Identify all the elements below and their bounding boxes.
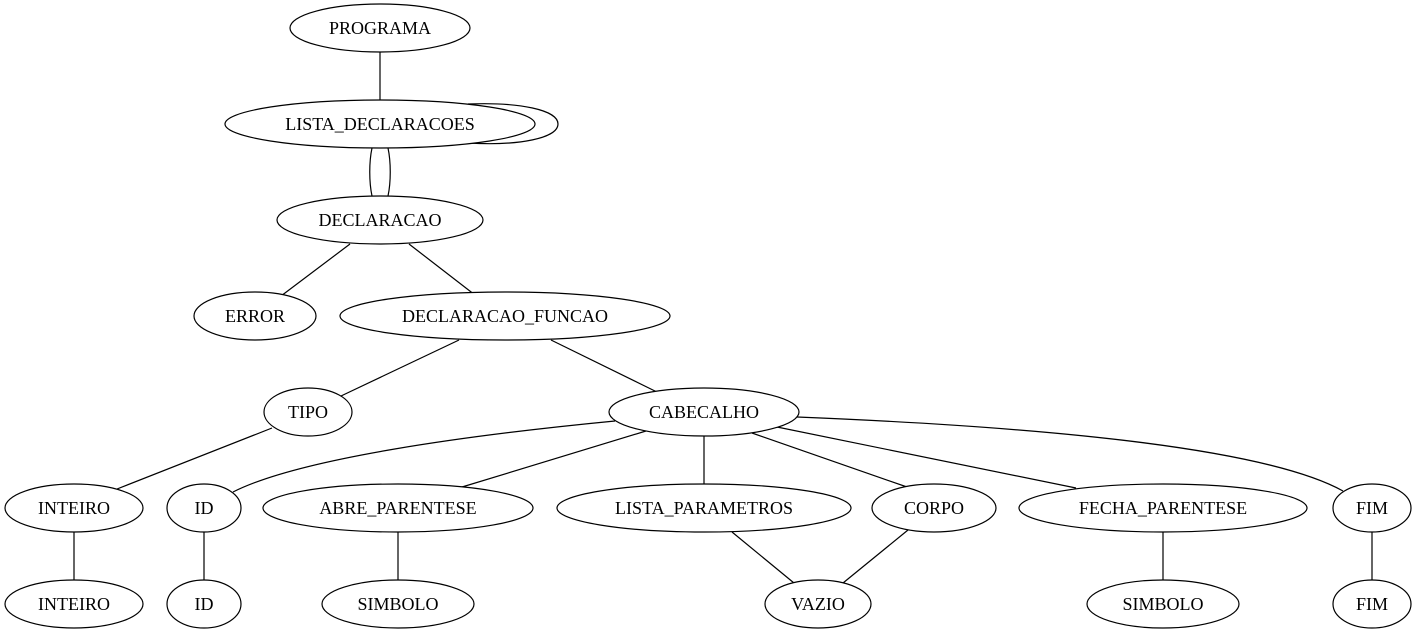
- node-label: INTEIRO: [38, 498, 110, 518]
- node-corpo: CORPO: [871, 483, 997, 533]
- node-ellipse: [4, 483, 144, 533]
- node-label: ERROR: [225, 306, 285, 326]
- node-label: VAZIO: [791, 594, 845, 614]
- edge-declaracao-funcao-to-cabecalho: [550, 339, 660, 394]
- node-label: ID: [195, 498, 214, 518]
- node-ellipse: [1018, 483, 1308, 533]
- edge-cabecalho-to-id-1: [232, 420, 616, 493]
- node-programa: PROGRAMA: [289, 3, 471, 53]
- edge-lista-parametros-to-vazio: [731, 531, 795, 584]
- node-label: LISTA_PARAMETROS: [615, 498, 793, 518]
- node-abre-parentese: ABRE_PARENTESE: [262, 483, 534, 533]
- node-ellipse: [166, 579, 242, 629]
- edge-cabecalho-to-corpo: [751, 432, 908, 488]
- edge-lista-declaracoes-to-lista-declaracoes: [467, 103, 559, 145]
- edge-cabecalho-to-abre-parentese: [461, 430, 647, 488]
- node-simbolo-2: SIMBOLO: [1086, 579, 1240, 629]
- edge-declaracao-to-declaracao-funcao: [408, 243, 476, 296]
- edge-lista-declaracoes-to-declaracao: [387, 147, 391, 197]
- node-vazio: VAZIO: [764, 579, 872, 629]
- node-ellipse: [1332, 483, 1412, 533]
- node-label: INTEIRO: [38, 594, 110, 614]
- node-label: LISTA_DECLARACOES: [285, 114, 475, 134]
- node-ellipse: [556, 483, 852, 533]
- node-ellipse: [1332, 579, 1412, 629]
- node-inteiro-2: INTEIRO: [4, 579, 144, 629]
- node-ellipse: [224, 99, 536, 149]
- edge-declaracao-to-error: [280, 243, 351, 297]
- edge-cabecalho-to-fim-1: [796, 416, 1344, 492]
- node-label: ABRE_PARENTESE: [319, 498, 476, 518]
- nodes-layer: PROGRAMA LISTA_DECLARACOES DECLARACAO ERROR…: [4, 3, 1412, 629]
- node-id-1: ID: [166, 483, 242, 533]
- node-id-2: ID: [166, 579, 242, 629]
- node-label: PROGRAMA: [329, 18, 431, 38]
- node-tipo: TIPO: [263, 387, 353, 437]
- node-ellipse: [166, 483, 242, 533]
- node-label: CABECALHO: [649, 402, 759, 422]
- node-label: FIM: [1356, 594, 1388, 614]
- node-ellipse: [1086, 579, 1240, 629]
- edge-tipo-to-inteiro-1: [116, 427, 273, 490]
- edges-layer: [73, 52, 1373, 584]
- node-label: FIM: [1356, 498, 1388, 518]
- node-cabecalho: CABECALHO: [608, 387, 800, 437]
- node-fim-2: FIM: [1332, 579, 1412, 629]
- node-simbolo-1: SIMBOLO: [321, 579, 475, 629]
- edge-declaracao-funcao-to-tipo: [340, 339, 460, 397]
- node-label: SIMBOLO: [357, 594, 438, 614]
- node-inteiro-1: INTEIRO: [4, 483, 144, 533]
- node-ellipse: [4, 579, 144, 629]
- node-label: CORPO: [904, 498, 964, 518]
- node-lista-declaracoes: LISTA_DECLARACOES: [224, 99, 536, 149]
- node-label: DECLARACAO: [318, 210, 441, 230]
- node-ellipse: [764, 579, 872, 629]
- node-declaracao: DECLARACAO: [276, 195, 484, 245]
- node-declaracao-funcao: DECLARACAO_FUNCAO: [339, 291, 671, 341]
- node-label: DECLARACAO_FUNCAO: [402, 306, 608, 326]
- node-ellipse: [193, 291, 317, 341]
- node-label: FECHA_PARENTESE: [1079, 498, 1247, 518]
- node-label: SIMBOLO: [1122, 594, 1203, 614]
- node-error: ERROR: [193, 291, 317, 341]
- node-ellipse: [276, 195, 484, 245]
- node-ellipse: [608, 387, 800, 437]
- node-label: TIPO: [288, 402, 328, 422]
- edge-corpo-to-vazio: [842, 529, 909, 584]
- node-ellipse: [339, 291, 671, 341]
- node-ellipse: [321, 579, 475, 629]
- edge-lista-declaracoes-to-declaracao: [369, 147, 373, 197]
- node-ellipse: [289, 3, 471, 53]
- node-ellipse: [262, 483, 534, 533]
- node-ellipse: [263, 387, 353, 437]
- node-fim-1: FIM: [1332, 483, 1412, 533]
- edge-cabecalho-to-fecha-parentese: [776, 426, 1077, 489]
- node-fecha-parentese: FECHA_PARENTESE: [1018, 483, 1308, 533]
- node-ellipse: [871, 483, 997, 533]
- node-lista-parametros: LISTA_PARAMETROS: [556, 483, 852, 533]
- node-label: ID: [195, 594, 214, 614]
